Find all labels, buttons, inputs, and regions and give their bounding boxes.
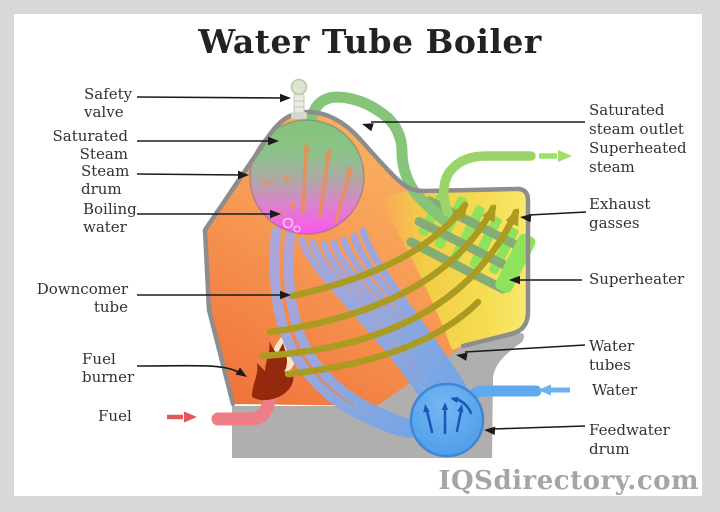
label-pointers [136,96,587,430]
label-exhaust-gasses: Exhaust gasses [589,195,651,232]
label-boiling-water: Boiling water [83,200,137,236]
label-superheated-steam: Superheated steam [589,139,687,176]
feedwater-drum [409,382,485,458]
fuel-pipe [211,381,280,426]
label-pointer-arrowheads [235,93,532,435]
label-saturated-steam: Saturated Steam [52,127,128,163]
exhaust-arrowheads [452,202,519,227]
steam-drum-arrowheads [301,142,353,176]
water-tubes-pointer [464,344,586,353]
page-title: Water Tube Boiler [198,22,542,61]
boiling-water-bubbles [263,175,301,233]
label-saturated-steam-outlet: Saturated steam outlet [589,101,684,138]
steam-drum [249,119,365,235]
water-flow-arrow [538,384,570,396]
label-fuel: Fuel [98,407,132,425]
safety-valve-pointer [136,96,284,99]
label-steam-drum: Steam drum [81,162,130,198]
label-water: Water [592,381,638,399]
steam-drum-outlet-pipe [306,91,452,228]
label-downcomer-tube: Downcomer tube [36,280,128,316]
label-fuel-burner: Fuel burner [82,350,135,386]
downcomer-tubes [269,227,419,438]
fuel-flow-arrow [167,411,197,423]
feedwater-drum-arrowheads [423,396,464,413]
exhaust-gas-arrows [258,201,520,378]
label-feedwater-drum: Feedwater drum [589,421,670,458]
superheated-steam-flow-arrow [539,150,572,162]
fuel-burner-pointer [136,364,242,375]
steam-drum-pointer [136,173,242,176]
steam-drum-rising-arrows [301,150,351,224]
safety-valve-icon [290,78,308,119]
label-superheater: Superheater [589,270,685,288]
label-water-tubes: Water tubes [589,337,635,374]
watermark: IQSdirectory.com [438,466,699,496]
label-safety-valve: Safety valve [84,85,133,121]
superheated-steam-pipe [439,151,536,217]
exhaust-gasses-pointer [528,211,587,216]
feedwater-drum-pointer [492,425,586,430]
